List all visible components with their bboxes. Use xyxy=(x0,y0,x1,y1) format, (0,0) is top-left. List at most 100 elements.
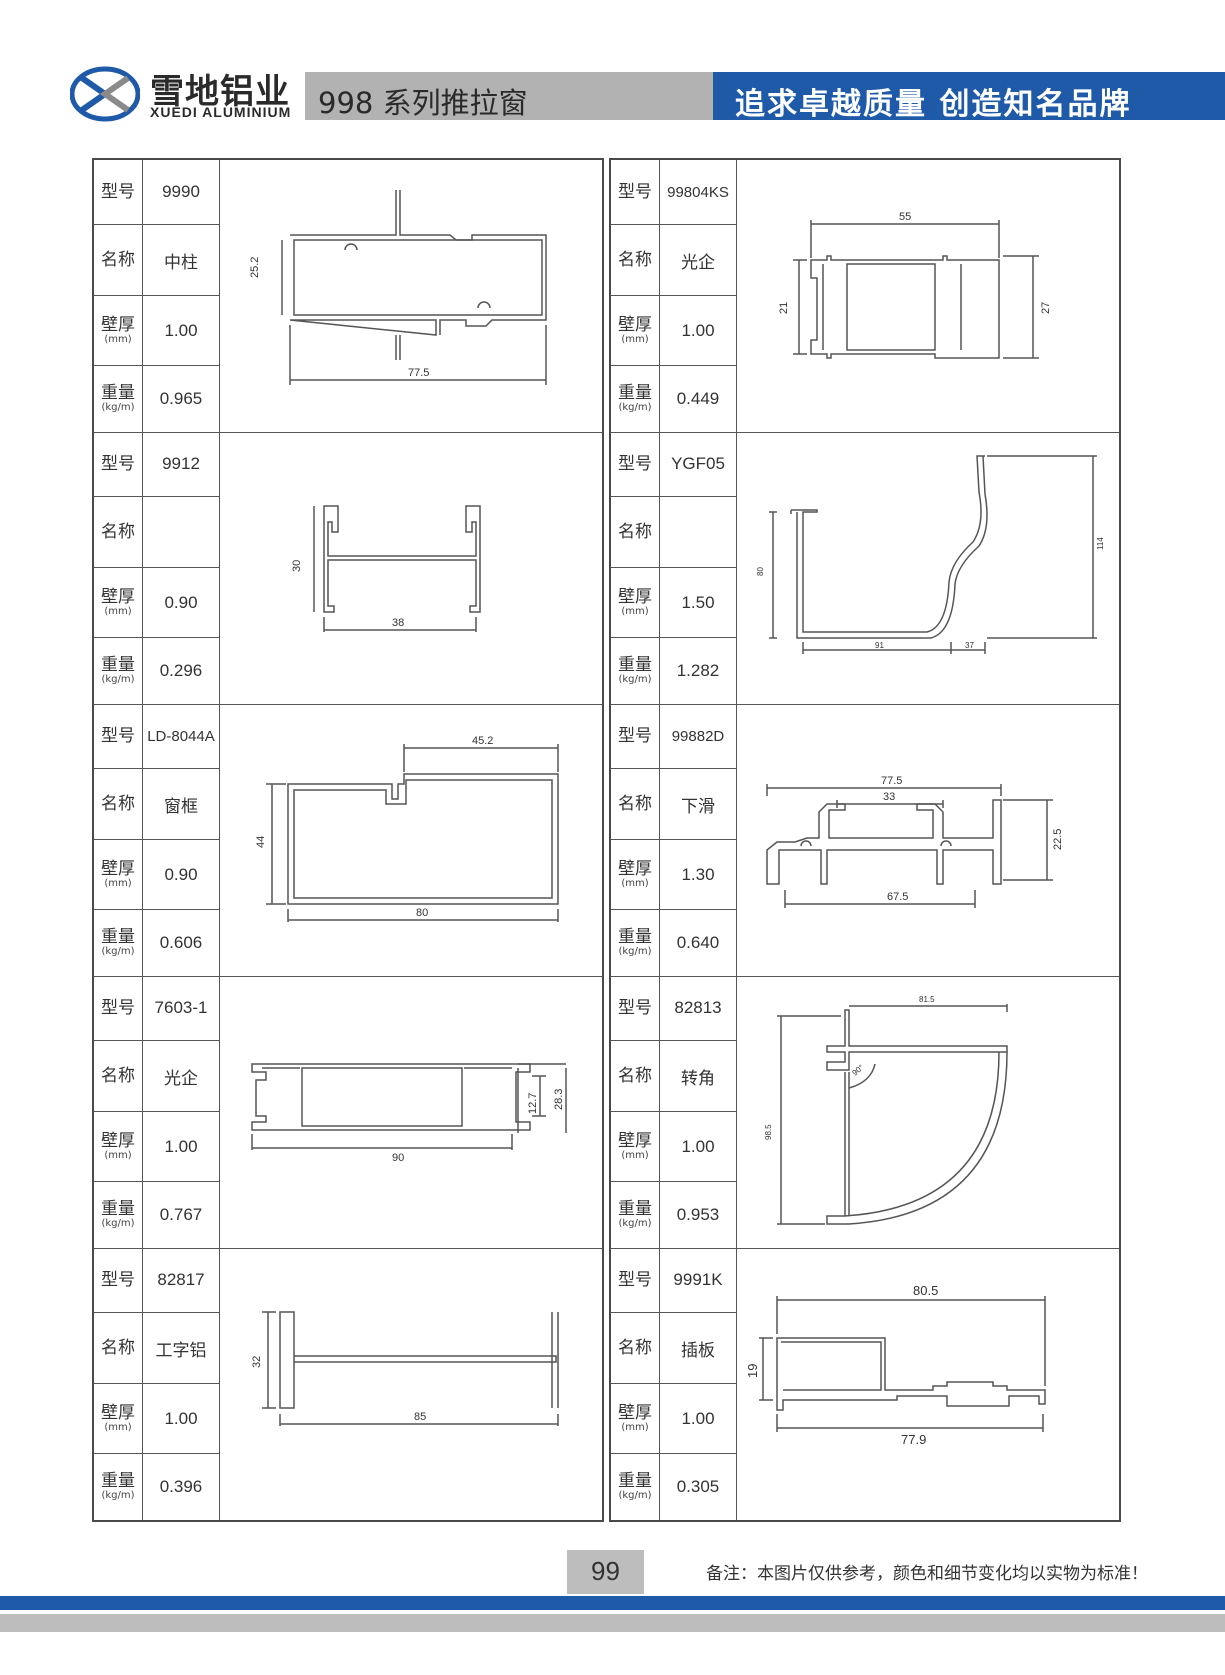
weight-label: 重量(kg/m) xyxy=(611,910,660,976)
name-label: 名称 xyxy=(94,1041,143,1111)
dim-height: 28.3 xyxy=(553,1089,565,1110)
weight-unit: (kg/m) xyxy=(618,946,652,957)
weight-label-text: 重量 xyxy=(101,927,135,947)
model-row: 型号 99882D xyxy=(611,704,737,769)
thickness-value: 1.50 xyxy=(660,568,737,637)
thickness-label: 壁厚(mm) xyxy=(611,568,660,637)
weight-unit: (kg/m) xyxy=(101,1218,135,1229)
footer-stripe-blue xyxy=(0,1596,1225,1610)
page-header: 雪地铝业 XUEDI ALUMINIUM 998 系列推拉窗 追求卓越质量 创造… xyxy=(0,0,1225,140)
model-row: 型号 9991K xyxy=(611,1248,737,1313)
name-value: 工字铝 xyxy=(143,1313,220,1383)
thickness-row: 壁厚(mm) 1.50 xyxy=(611,568,737,638)
thickness-unit: (mm) xyxy=(621,333,649,345)
thickness-row: 壁厚(mm) 0.90 xyxy=(94,840,220,910)
dim-height: 44 xyxy=(255,836,267,848)
thickness-row: 壁厚(mm) 1.00 xyxy=(611,1384,737,1454)
weight-value: 0.396 xyxy=(143,1454,220,1520)
weight-label-text: 重量 xyxy=(101,655,135,675)
model-label-text: 型号 xyxy=(618,454,652,474)
thickness-value: 1.00 xyxy=(143,1112,220,1181)
profile-panel-right: 型号 99804KS 名称 光企 壁厚(mm) 1.00 重量(kg/m) 0.… xyxy=(609,158,1121,1522)
series-title: 998 系列推拉窗 xyxy=(318,86,528,120)
weight-row: 重量(kg/m) 0.305 xyxy=(611,1454,737,1520)
thickness-label: 壁厚(mm) xyxy=(611,840,660,909)
name-row: 名称 xyxy=(94,497,220,568)
dim-bottom-width: 77.9 xyxy=(901,1432,926,1447)
profile-card: 型号 7603-1 名称 光企 壁厚(mm) 1.00 重量(kg/m) 0.7… xyxy=(94,976,602,1249)
weight-value: 0.767 xyxy=(143,1182,220,1248)
name-label: 名称 xyxy=(611,769,660,839)
model-label: 型号 xyxy=(611,160,660,224)
weight-label-text: 重量 xyxy=(618,927,652,947)
weight-row: 重量(kg/m) 0.296 xyxy=(94,638,220,704)
profile-drawing-99804KS: 55 21 27 xyxy=(778,211,1052,359)
profile-card: 型号 82817 名称 工字铝 壁厚(mm) 1.00 重量(kg/m) 0.3… xyxy=(94,1248,602,1520)
weight-label: 重量(kg/m) xyxy=(94,638,143,704)
series-title-bar xyxy=(305,72,715,120)
thickness-label-text: 壁厚 xyxy=(101,1402,135,1423)
name-value: 转角 xyxy=(660,1041,737,1111)
profile-drawing-9991K: 80.5 19 77.9 xyxy=(745,1283,1046,1447)
model-value: YGF05 xyxy=(660,432,737,496)
weight-unit: (kg/m) xyxy=(618,1490,652,1501)
model-row: 型号 7603-1 xyxy=(94,976,220,1041)
thickness-label: 壁厚(mm) xyxy=(94,840,143,909)
weight-row: 重量(kg/m) 0.953 xyxy=(611,1182,737,1248)
weight-value: 0.965 xyxy=(143,366,220,432)
profile-card: 型号 9991K 名称 插板 壁厚(mm) 1.00 重量(kg/m) 0.30… xyxy=(611,1248,1119,1520)
name-value: 插板 xyxy=(660,1313,737,1383)
model-value: 9912 xyxy=(143,432,220,496)
weight-unit: (kg/m) xyxy=(101,402,135,413)
name-row: 名称 转角 xyxy=(611,1041,737,1112)
thickness-label: 壁厚(mm) xyxy=(94,296,143,365)
model-label-text: 型号 xyxy=(618,726,652,746)
name-label: 名称 xyxy=(94,1313,143,1383)
thickness-row: 壁厚(mm) 0.90 xyxy=(94,568,220,638)
slogan: 追求卓越质量 创造知名品牌 xyxy=(735,87,1132,122)
name-label: 名称 xyxy=(611,1313,660,1383)
dim-bottom-width: 67.5 xyxy=(887,891,908,903)
name-label-text: 名称 xyxy=(101,522,135,542)
thickness-value: 0.90 xyxy=(143,568,220,637)
thickness-row: 壁厚(mm) 1.00 xyxy=(611,1112,737,1182)
brand-name-cn: 雪地铝业 xyxy=(150,72,290,112)
thickness-unit: (mm) xyxy=(621,877,649,889)
model-value: 7603-1 xyxy=(143,976,220,1040)
thickness-label-text: 壁厚 xyxy=(101,586,135,607)
dim-height: 98.5 xyxy=(764,1124,773,1140)
name-row: 名称 光企 xyxy=(94,1041,220,1112)
dim-width: 77.5 xyxy=(408,367,429,379)
thickness-value: 0.90 xyxy=(143,840,220,909)
profile-card: 型号 9912 名称 壁厚(mm) 0.90 重量(kg/m) 0.296 30… xyxy=(94,432,602,705)
profile-card: 型号 99804KS 名称 光企 壁厚(mm) 1.00 重量(kg/m) 0.… xyxy=(611,160,1119,433)
thickness-label: 壁厚(mm) xyxy=(94,1384,143,1453)
name-row: 名称 中柱 xyxy=(94,225,220,296)
weight-row: 重量(kg/m) 0.767 xyxy=(94,1182,220,1248)
model-label-text: 型号 xyxy=(101,182,135,202)
name-value: 光企 xyxy=(660,225,737,295)
weight-label: 重量(kg/m) xyxy=(94,366,143,432)
dim-width: 77.5 xyxy=(881,775,902,787)
model-row: 型号 99804KS xyxy=(611,160,737,225)
thickness-label-text: 壁厚 xyxy=(618,314,652,335)
page-number: 99 xyxy=(591,1556,620,1586)
profile-drawing-9990: 25.2 77.5 xyxy=(249,190,547,385)
weight-label: 重量(kg/m) xyxy=(611,638,660,704)
model-label-text: 型号 xyxy=(618,1270,652,1290)
model-value: LD-8044A xyxy=(143,704,220,768)
weight-label: 重量(kg/m) xyxy=(611,1182,660,1248)
weight-row: 重量(kg/m) 0.396 xyxy=(94,1454,220,1520)
model-label: 型号 xyxy=(611,704,660,768)
dim-width: 80.5 xyxy=(913,1283,938,1298)
thickness-unit: (mm) xyxy=(621,605,649,617)
profile-card: 型号 99882D 名称 下滑 壁厚(mm) 1.30 重量(kg/m) 0.6… xyxy=(611,704,1119,977)
thickness-unit: (mm) xyxy=(104,1149,132,1161)
weight-unit: (kg/m) xyxy=(618,1218,652,1229)
name-row: 名称 光企 xyxy=(611,225,737,296)
model-row: 型号 9990 xyxy=(94,160,220,225)
model-value: 82813 xyxy=(660,976,737,1040)
name-label-text: 名称 xyxy=(618,794,652,814)
dim-height: 25.2 xyxy=(249,257,261,278)
dim-height: 19 xyxy=(745,1364,760,1378)
